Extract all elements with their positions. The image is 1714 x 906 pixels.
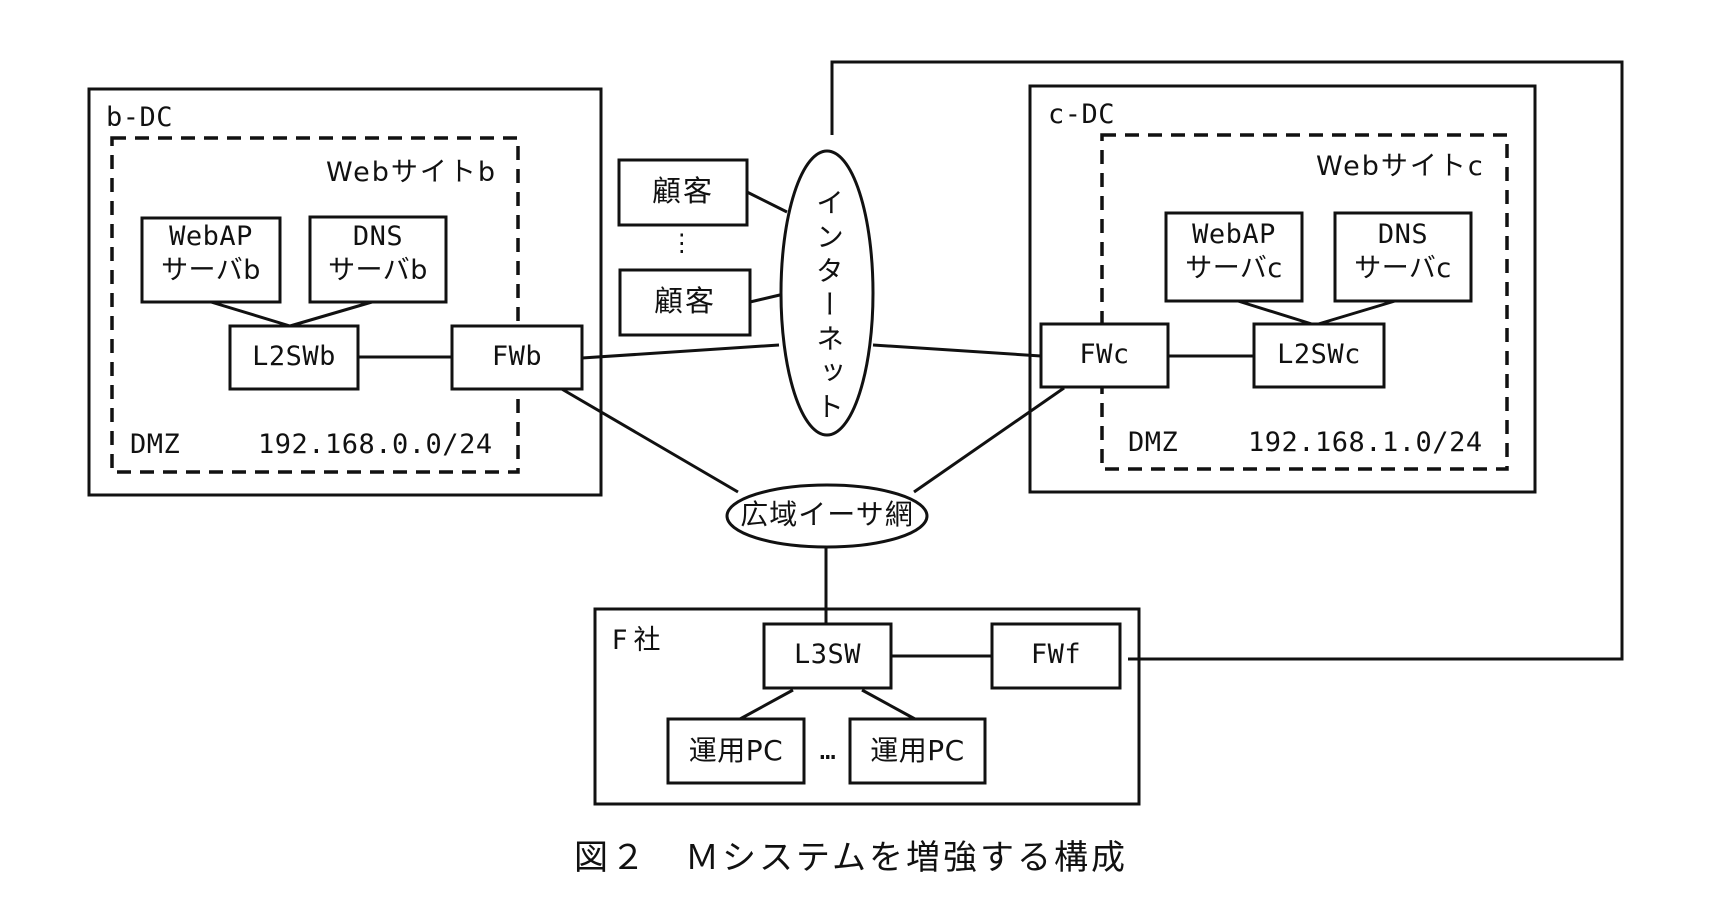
- webap-server-b-line2: サーバb: [161, 255, 261, 286]
- c-website-dmz-zone: [1100, 133, 1509, 471]
- link-internet-fwc: [872, 343, 1042, 358]
- f-company-frame: [593, 607, 1141, 806]
- dns-server-c-line1: DNS: [1377, 219, 1429, 250]
- l2sw-b-label: L2SWb: [252, 341, 336, 372]
- ops-pc-ellipsis: …: [819, 735, 837, 766]
- c-dc-label: c-DC: [1048, 99, 1116, 130]
- l3sw-label: L3SW: [793, 639, 862, 670]
- internet-cloud: [779, 149, 875, 437]
- link-internet-fwf: [830, 60, 1624, 661]
- webap-server-b-line1: WebAP: [169, 221, 253, 252]
- b-dc-frame: [87, 87, 603, 497]
- dns-server-c: [1333, 211, 1473, 303]
- link-dnsc-l2swc: [1314, 299, 1396, 327]
- link-customer1-internet: [746, 190, 788, 214]
- customer-box-2: [618, 268, 752, 337]
- link-l3sw-pc1: [739, 688, 794, 721]
- b-dc-label: b-DC: [106, 102, 174, 133]
- figure-caption: 図２ Ｍシステムを増強する構成: [574, 838, 1128, 878]
- webap-server-c-line2: サーバc: [1185, 253, 1283, 284]
- f-company-label: F社: [612, 625, 667, 656]
- c-website-label: Webサイトc: [1316, 151, 1485, 182]
- link-webapb-l2swb: [210, 300, 291, 328]
- link-customer2-internet: [749, 292, 785, 304]
- b-website-dmz-zone: [110, 136, 520, 474]
- ops-pc-label-1: 運用PC: [688, 734, 784, 767]
- dns-server-c-line2: サーバc: [1354, 253, 1452, 284]
- link-webapc-l2swc: [1237, 299, 1316, 327]
- fw-f: [990, 622, 1122, 690]
- link-fwb-wan: [559, 386, 739, 494]
- webap-server-b: [140, 216, 282, 304]
- internet-label: インターネット: [812, 188, 845, 426]
- ops-pc-2: [848, 717, 987, 785]
- ops-pc-1: [666, 717, 806, 785]
- c-dmz-label: DMZ: [1128, 427, 1179, 458]
- fw-f-label: FWf: [1030, 639, 1082, 670]
- fw-c-label: FWc: [1079, 339, 1130, 370]
- wan-cloud: [725, 483, 929, 549]
- webap-server-c: [1164, 211, 1304, 303]
- fw-c: [1039, 322, 1170, 389]
- link-fwb-internet: [581, 343, 780, 360]
- link-fwc-wan: [913, 386, 1065, 494]
- l2sw-c-label: L2SWc: [1277, 339, 1361, 370]
- b-website-label: Webサイトb: [326, 157, 498, 188]
- b-dmz-label: DMZ: [130, 429, 181, 460]
- l3sw: [762, 622, 893, 690]
- l2sw-b: [228, 324, 360, 391]
- b-subnet-label: 192.168.0.0/24: [258, 429, 493, 460]
- customer-label-1: 顧客: [651, 174, 714, 208]
- c-subnet-label: 192.168.1.0/24: [1248, 427, 1483, 458]
- c-dc-frame: [1028, 84, 1537, 494]
- customer-label-2: 顧客: [653, 284, 716, 318]
- l2sw-c: [1252, 322, 1386, 389]
- dns-server-b-line1: DNS: [352, 221, 404, 252]
- link-l3sw-pc2: [861, 688, 916, 721]
- fw-b: [450, 324, 584, 391]
- link-dnsb-l2swb: [289, 300, 373, 328]
- customer-box-1: [617, 158, 749, 227]
- wan-label: 広域イーサ網: [740, 498, 914, 531]
- fw-b-label: FWb: [491, 341, 543, 372]
- webap-server-c-line1: WebAP: [1192, 219, 1276, 250]
- dns-server-b-line2: サーバb: [328, 255, 428, 286]
- customer-ellipsis: ⋮: [669, 229, 695, 257]
- dns-server-b: [308, 215, 448, 304]
- ops-pc-label-2: 運用PC: [870, 734, 965, 767]
